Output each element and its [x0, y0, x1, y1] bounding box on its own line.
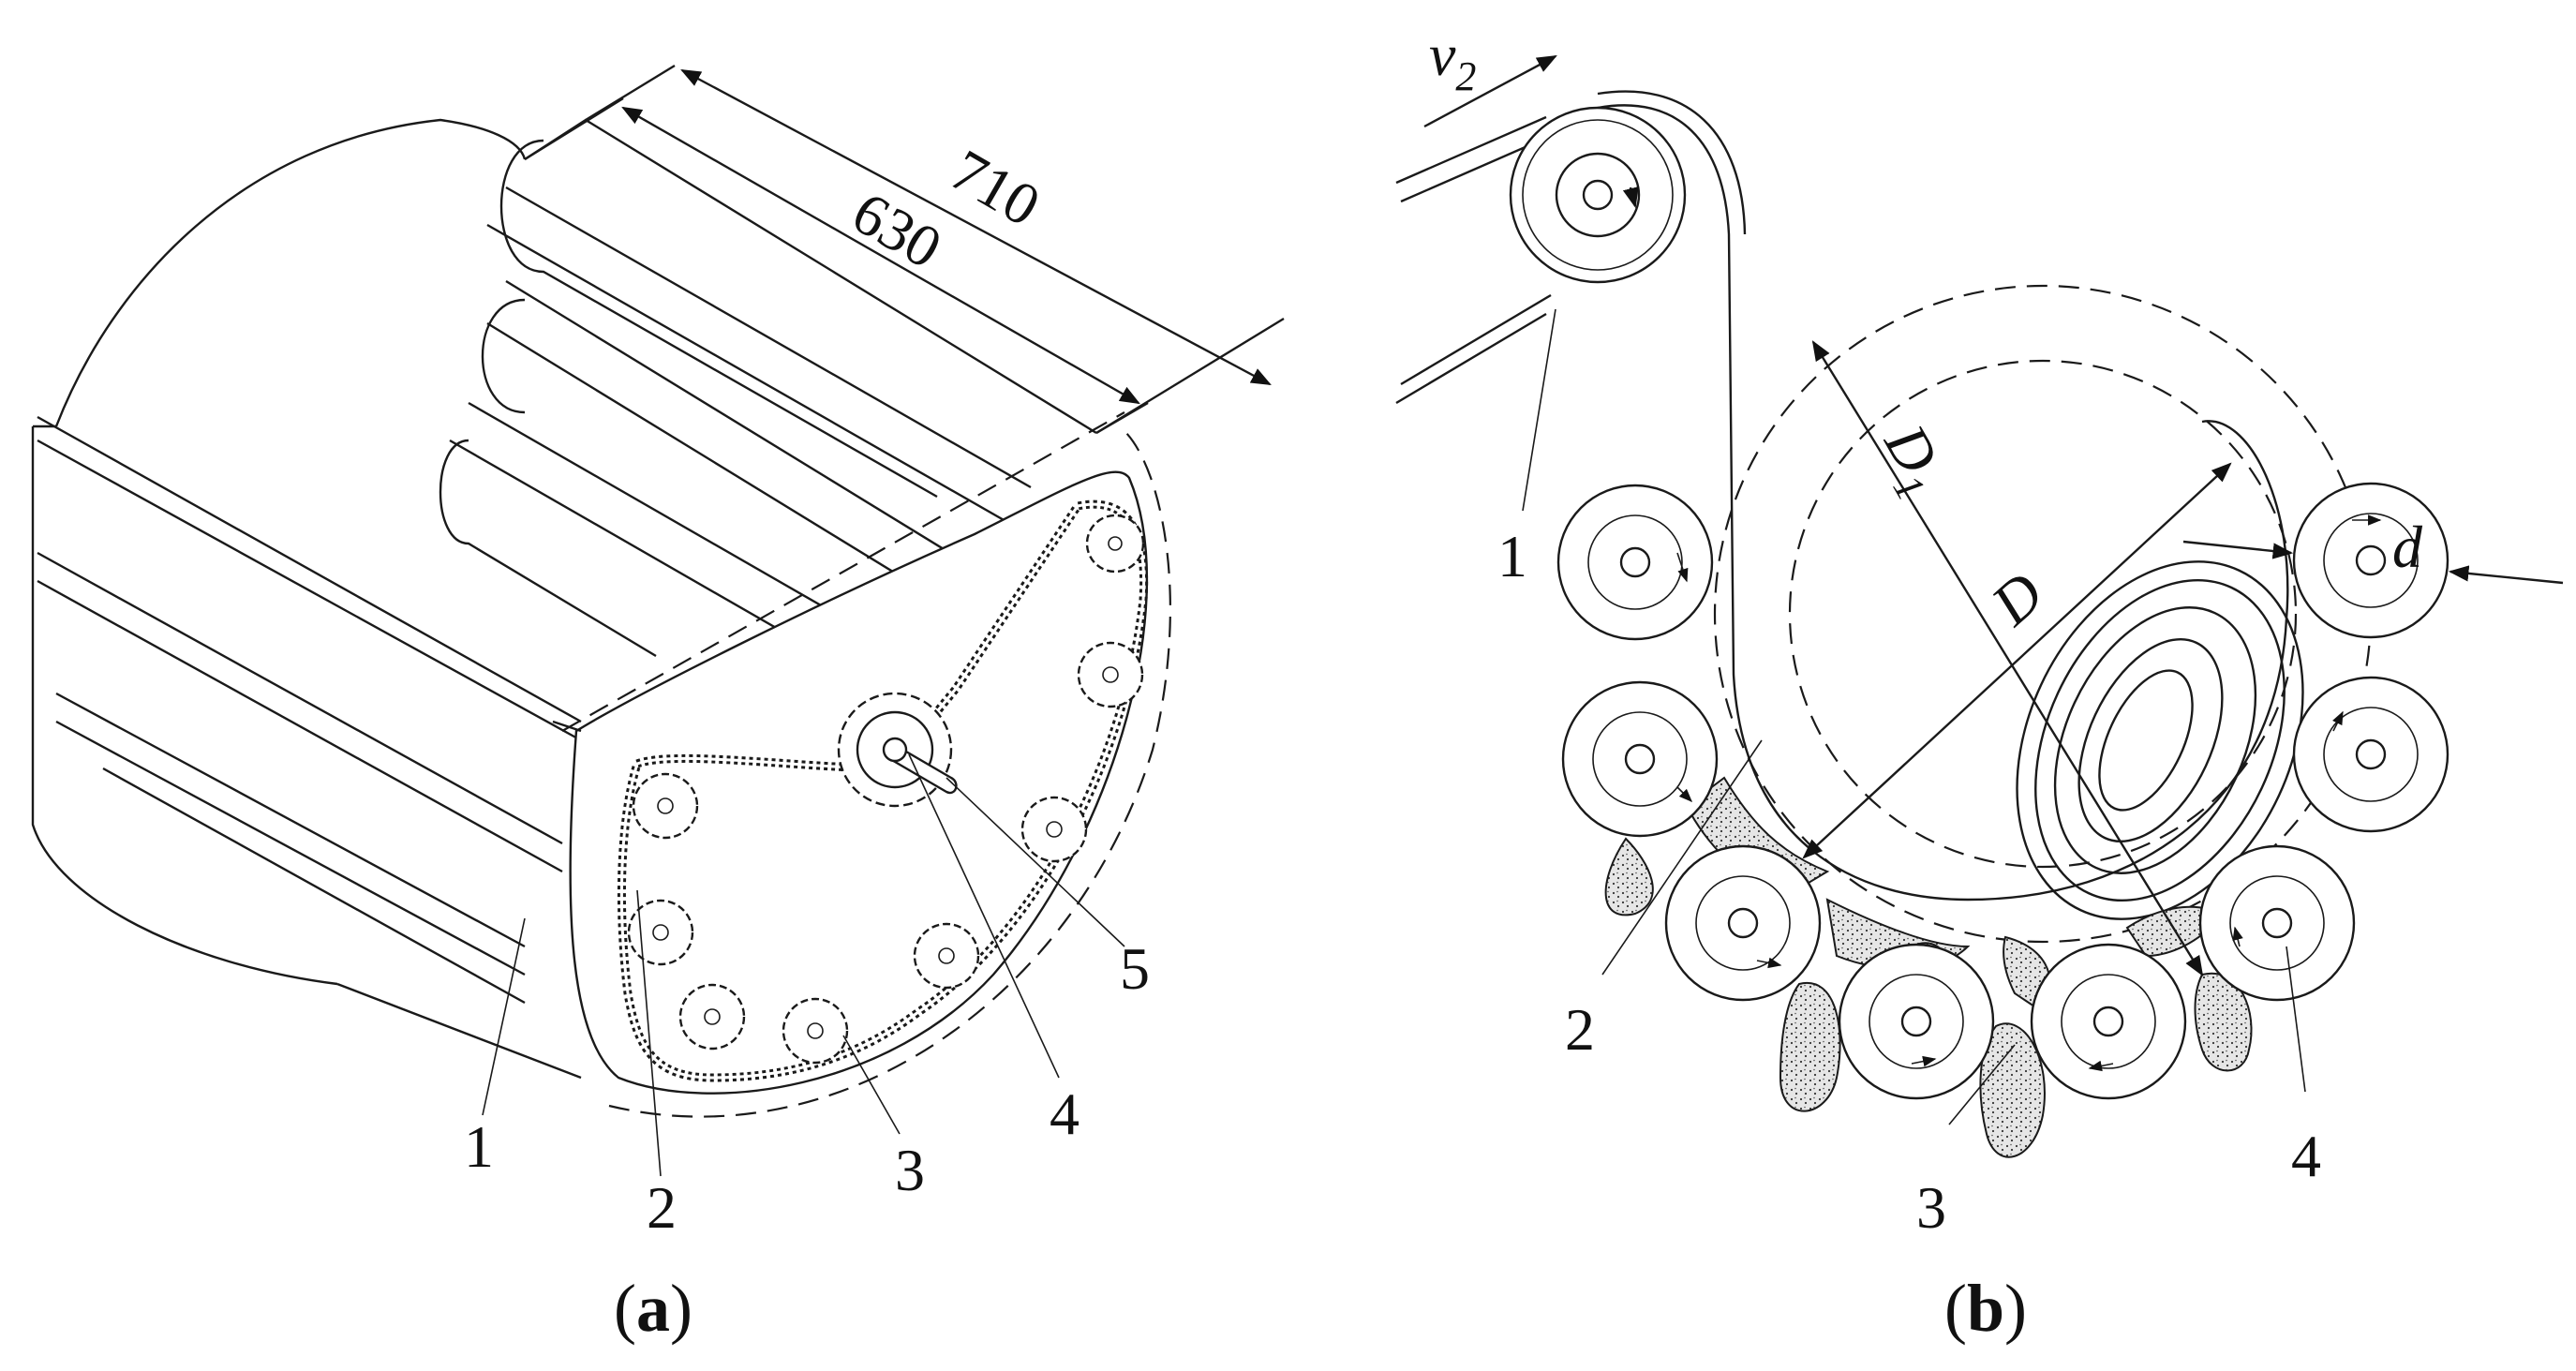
- label-D1: D1: [1862, 413, 1961, 508]
- caption-a: (a): [614, 1271, 692, 1346]
- label-b-1: 1: [1497, 523, 1527, 589]
- roller: [1838, 943, 1995, 1100]
- dimension-630: 630: [841, 179, 953, 281]
- caption-b: (b): [1944, 1271, 2027, 1346]
- label-b-2: 2: [1565, 996, 1595, 1063]
- drum-slats: [37, 186, 1032, 1005]
- roller: [1664, 844, 1822, 1002]
- label-a-1: 1: [464, 1113, 494, 1180]
- panel-b-drawing: D1 D d v2: [1395, 22, 2564, 1158]
- panel-a-dimensions: 710 630: [524, 64, 1285, 435]
- forming-rollers: [1556, 482, 2449, 1100]
- dimension-710: 710: [940, 137, 1051, 239]
- sprockets: [627, 514, 1145, 1065]
- label-a-3: 3: [895, 1137, 925, 1203]
- label-a-4: 4: [1050, 1080, 1080, 1147]
- label-b-4: 4: [2291, 1123, 2321, 1189]
- label-a-2: 2: [647, 1174, 677, 1241]
- panel-a-drum-drawing: [31, 118, 1171, 1118]
- dimension-D1-line: [1811, 340, 2204, 976]
- label-D: D: [1978, 559, 2056, 638]
- label-a-5: 5: [1120, 935, 1150, 1002]
- panel-a-callouts: 1 2 3 4 5: [464, 753, 1150, 1241]
- roller: [1556, 484, 1714, 641]
- velocity-arrow: [1423, 54, 1557, 128]
- roller: [2292, 676, 2449, 833]
- label-b-3: 3: [1916, 1174, 1946, 1241]
- roller: [2292, 482, 2449, 639]
- dimension-D-line: [1802, 462, 2232, 859]
- belt-pulley: [1509, 106, 1687, 284]
- roller: [2198, 844, 2356, 1002]
- roller: [2030, 943, 2187, 1100]
- dimension-d-line: [2182, 540, 2294, 559]
- conveyor-belt: [1395, 115, 1547, 185]
- label-d: d: [2392, 514, 2423, 580]
- roller: [1561, 680, 1719, 838]
- panel-b-callouts: 1 2 3 4: [1497, 308, 2321, 1241]
- label-velocity: v2: [1429, 22, 1476, 99]
